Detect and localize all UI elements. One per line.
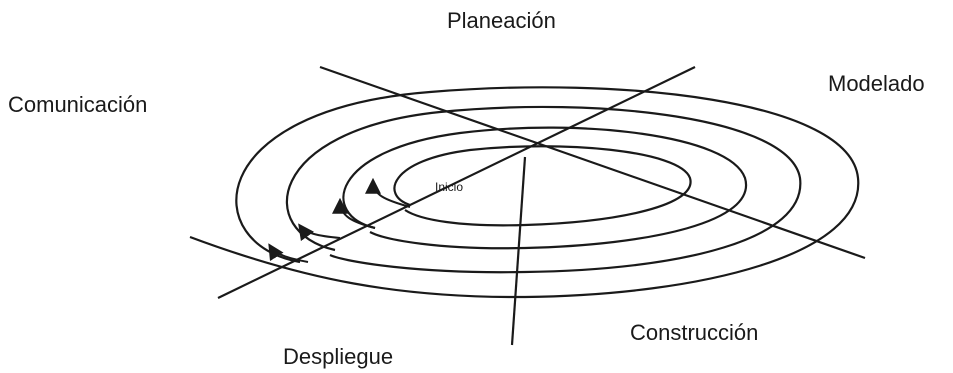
label-comunicacion: Comunicación bbox=[8, 92, 148, 117]
label-planeacion: Planeación bbox=[447, 8, 556, 33]
label-inicio: Inicio bbox=[435, 180, 464, 194]
transition-arrow-1 bbox=[365, 177, 411, 208]
transition-arrow-2 bbox=[332, 197, 376, 229]
label-construccion: Construcción bbox=[630, 320, 759, 345]
transition-arrow-3 bbox=[298, 223, 341, 242]
spiral-ring-3 bbox=[285, 105, 802, 274]
axis-line-despliegue-lower bbox=[510, 156, 527, 346]
axis-line-comunicacion-construccion bbox=[319, 65, 866, 260]
spiral-ring-1 bbox=[393, 145, 692, 227]
transition-arrow-4 bbox=[268, 243, 309, 263]
label-modelado: Modelado bbox=[828, 71, 925, 96]
spiral-ring-2 bbox=[342, 126, 748, 250]
spiral-ring-4 bbox=[189, 86, 860, 299]
label-despliegue: Despliegue bbox=[283, 344, 394, 369]
